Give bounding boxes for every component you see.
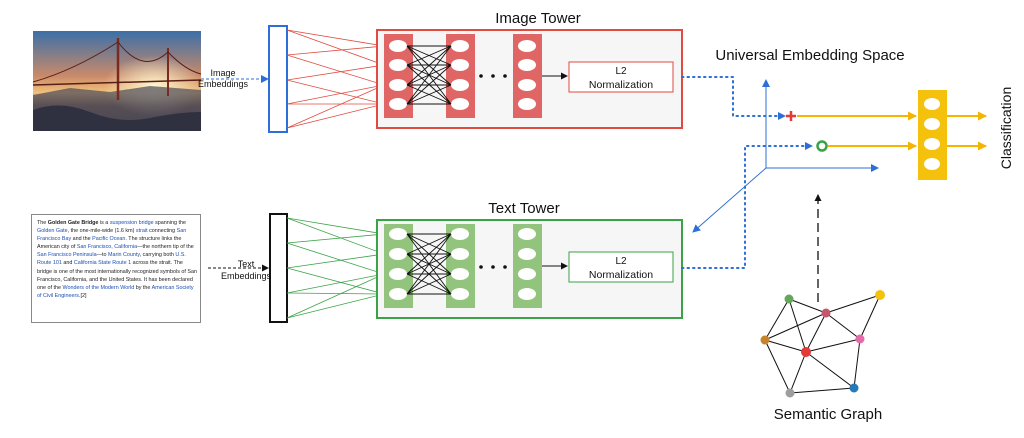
image-normalization-label: Normalization [589, 79, 653, 91]
classification-layer [918, 90, 947, 180]
wiki-text: The [37, 220, 48, 226]
graph-node [760, 335, 770, 345]
wiki-text: connecting [147, 228, 177, 235]
wiki-link[interactable]: suspension bridge [109, 220, 154, 226]
wiki-link[interactable]: Golden Gate [37, 228, 68, 235]
wiki-text: and the [71, 236, 93, 243]
embedding-space-axes [692, 79, 879, 233]
text-l2-normalization-box [568, 251, 674, 283]
wiki-link[interactable]: American Society of Civil Engineers [37, 284, 194, 299]
graph-node [849, 383, 859, 393]
image-tower-network [384, 34, 568, 118]
embedding-space-title: Universal Embedding Space [715, 47, 904, 64]
wiki-link[interactable]: Wonders of the Modern World [62, 284, 135, 291]
wiki-text: , carrying both [139, 252, 176, 259]
graph-node [801, 347, 811, 357]
text-normalization-label: Normalization [589, 269, 653, 281]
text-embedding-point [816, 140, 828, 152]
image-tower-title: Image Tower [495, 10, 581, 27]
semantic-graph-label: Semantic Graph [774, 406, 882, 423]
image-embedding-vector [268, 25, 288, 133]
text-l2-label: L2 [615, 256, 627, 267]
text-tower-title: Text Tower [488, 200, 559, 217]
graph-node [875, 290, 885, 300]
text-fanout-lines [286, 217, 385, 319]
image-embeddings-label-1: Image [210, 68, 235, 78]
graph-node [785, 388, 795, 398]
wiki-link[interactable]: San Francisco Bay [37, 228, 187, 243]
wiki-link[interactable]: San Francisco Peninsula [37, 252, 97, 259]
wiki-text: by the [134, 284, 152, 291]
wiki-link[interactable]: San Francisco, California [76, 244, 138, 251]
image-embeddings-label-2: Embeddings [198, 79, 249, 89]
graph-node [855, 334, 865, 344]
wiki-text: —to [96, 252, 109, 259]
wiki-text: and [61, 260, 74, 267]
wiki-text: , the one-mile-wide (1.6 km) [67, 228, 136, 235]
wiki-reference: .[2] [78, 292, 87, 299]
wiki-link[interactable]: strait [135, 228, 148, 235]
golden-gate-photo [32, 31, 202, 131]
semantic-graph-nodes [760, 290, 885, 398]
graph-node [784, 294, 794, 304]
text-embedding-vector [269, 213, 288, 323]
image-l2-label: L2 [615, 66, 627, 77]
wiki-text: —the northern tip of the [137, 244, 194, 251]
image-fanout-lines [286, 29, 385, 129]
text-embeddings-label-1: Text [238, 259, 255, 269]
wikipedia-text-snippet: The Golden Gate Bridge is a suspension b… [31, 214, 201, 323]
wiki-text: . The structure links the American city … [37, 236, 182, 251]
wiki-text: spanning the [153, 220, 186, 226]
semantic-graph-edges [764, 294, 881, 394]
classification-label: Classification [998, 87, 1014, 169]
image-embedding-point [786, 111, 796, 121]
wiki-bold-title: Golden Gate Bridge [47, 220, 99, 226]
wiki-link[interactable]: Pacific Ocean [92, 236, 126, 243]
text-tower-network [384, 224, 568, 308]
wiki-link[interactable]: Marin County [108, 252, 140, 259]
image-l2-normalization-box [568, 61, 674, 93]
text-embeddings-label-2: Embeddings [221, 271, 272, 281]
wiki-link[interactable]: California State Route 1 [73, 260, 132, 267]
wiki-text: is a [98, 220, 110, 226]
image-to-space-dotted-line [681, 76, 786, 120]
text-to-space-dotted-line [681, 142, 813, 269]
graph-node [821, 308, 831, 318]
wiki-text: across the strait. The bridge is one of … [37, 260, 198, 291]
wiki-link[interactable]: U.S. Route 101 [37, 252, 186, 267]
